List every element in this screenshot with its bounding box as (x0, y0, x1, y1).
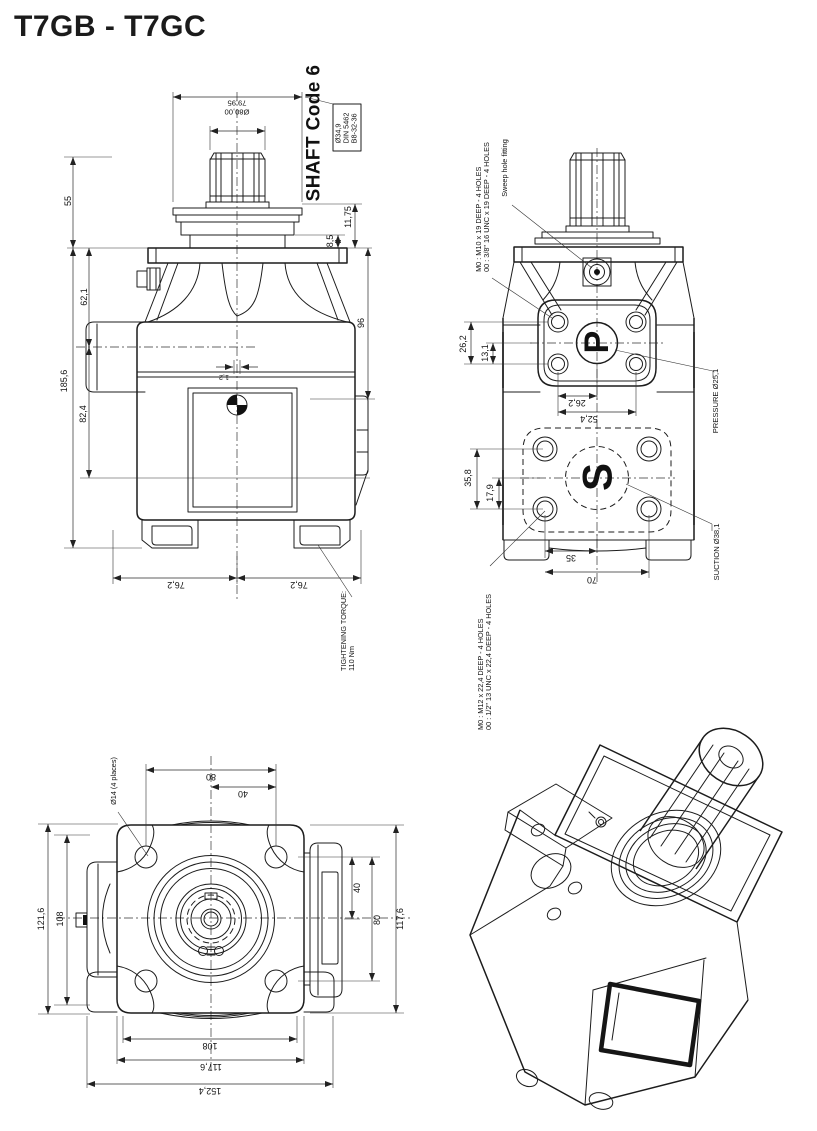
isometric-view-linework (469, 727, 783, 1110)
sweep-hole-fitting-label: Sweep hole fitting (499, 139, 509, 197)
dim-shaft-diameter-max: Ø80,00 (224, 107, 250, 117)
dim-26-2-horizontal: 26,2 (568, 398, 586, 409)
port-view-dimensions (464, 204, 714, 578)
dim-13-1: 13,1 (479, 344, 490, 362)
dim-62-1: 62,1 (78, 288, 89, 306)
dim-shaft-diameter: Ø80,00 79,95 (224, 99, 250, 117)
dim-96: 96 (355, 317, 366, 329)
pressure-port-letter: P (577, 330, 616, 354)
dim-17-9: 17,9 (484, 484, 495, 502)
top-mount-holes-note: M0 : M10 x 19 DEEP - 4 HOLES 00 : 3/8" 1… (474, 142, 491, 272)
suction-port-label: SUCTION Ø38,1 (711, 523, 721, 581)
front-view-dimensions (38, 764, 404, 1088)
dim-1-2: 1,2 (218, 373, 230, 383)
side-view-linework (67, 92, 372, 602)
suction-port-letter: S (573, 462, 621, 492)
dim-108-bottom: 108 (202, 1041, 218, 1052)
dim-76-2-left: 76,2 (167, 580, 185, 591)
bottom-mount-holes-unc: 00 : 1/2" 13 UNC x 22,4 DEEP - 4 HOLES (484, 594, 493, 730)
dim-11-75: 11,75 (342, 206, 353, 228)
port-view-linework (502, 148, 695, 585)
dim-35-8: 35,8 (462, 469, 473, 487)
bottom-mount-holes-note: M0 : M12 x 22,4 DEEP - 4 HOLES 00 : 1/2"… (476, 594, 493, 730)
dim-40-top: 40 (237, 789, 249, 800)
dim-26-2-vertical: 26,2 (457, 335, 468, 353)
mount-holes-label: Ø14 (4 places) (108, 757, 118, 805)
dim-121-6: 121,6 (35, 907, 46, 931)
dim-8-5: 8,5 (324, 234, 335, 248)
top-mount-holes-unc: 00 : 3/8" 16 UNC x 19 DEEP - 4 HOLES (482, 142, 491, 272)
tightening-torque-note: TIGHTENING TORQUE: 110 Nm (339, 591, 356, 672)
page-title: T7GB - T7GC (14, 10, 207, 43)
shaft-code-label: SHAFT Code 6 (303, 64, 325, 202)
dim-117-6-bottom: 117,6 (200, 1062, 222, 1073)
shaft-spec-size: B8-32-36 (350, 113, 360, 144)
dim-185-6: 185,6 (58, 369, 69, 393)
pressure-port-label: PRESSURE Ø25,1 (710, 368, 720, 434)
dim-76-2-right: 76,2 (290, 580, 308, 591)
dim-35: 35 (565, 553, 577, 564)
dim-80-right: 80 (371, 914, 382, 926)
dim-shaft-diameter-min: 79,95 (227, 99, 247, 108)
side-view-dimensions (64, 92, 375, 598)
dim-80-top: 80 (205, 772, 217, 783)
dim-40-right: 40 (351, 882, 362, 894)
dim-52-4: 52,4 (580, 414, 598, 425)
dim-82-4: 82,4 (77, 405, 88, 423)
tightening-torque-value: 110 Nm (347, 645, 356, 672)
dim-70: 70 (586, 575, 598, 586)
dim-117-6-right: 117,6 (394, 908, 405, 930)
front-view-linework (56, 756, 412, 1072)
dim-152-4: 152,4 (198, 1086, 222, 1097)
dim-108-left: 108 (54, 911, 65, 927)
shaft-spec-box: Ø34,9 DIN 5462 B8-32-36 (334, 113, 360, 144)
dim-55: 55 (62, 195, 73, 207)
